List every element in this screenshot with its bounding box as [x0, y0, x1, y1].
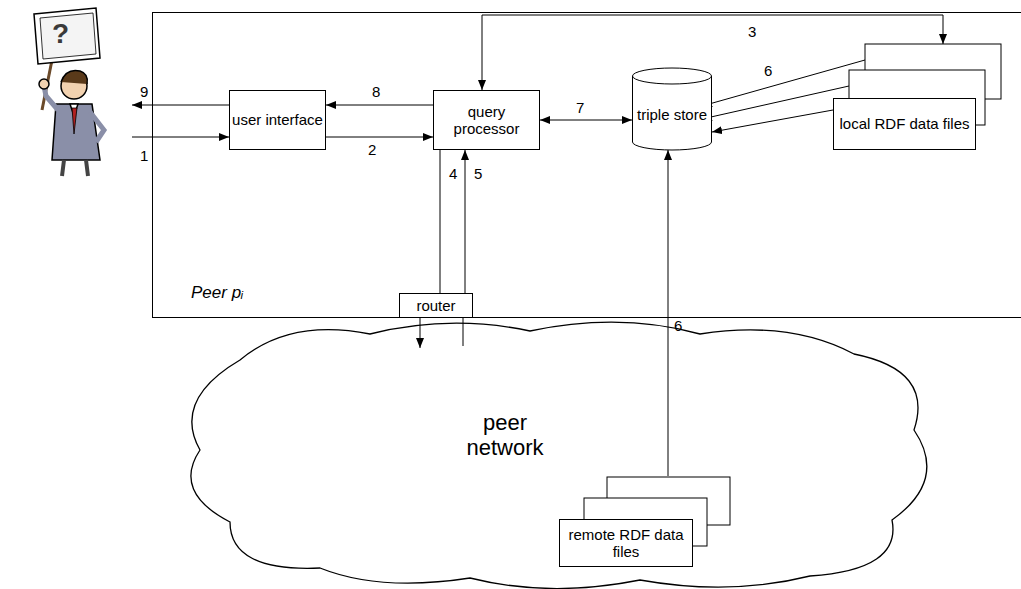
step-number: 9: [140, 84, 148, 99]
network-cloud: peer network remote RDF data files: [170, 318, 946, 589]
connector-arrow: [463, 318, 464, 346]
step-number: 1: [140, 148, 148, 163]
step-number: 4: [449, 166, 457, 181]
sign-symbol: ?: [52, 20, 69, 48]
node-label: user interface: [232, 111, 323, 128]
connector-arrow: [440, 150, 441, 293]
step-number: 6: [764, 63, 772, 78]
node-label: Peer pᵢ: [191, 283, 243, 303]
peer-boundary: Peer pᵢ user interface query processor trip…: [152, 12, 1021, 318]
connector-arrow: [482, 15, 943, 90]
step-number: 7: [576, 100, 584, 115]
connector-arrow: [465, 150, 466, 293]
router-box: router: [399, 293, 473, 318]
node-label: query processor: [434, 103, 539, 138]
process-box: user interface: [229, 90, 326, 150]
node-label: router: [416, 297, 455, 314]
node-label: peer network: [450, 410, 560, 461]
connector-arrow: [668, 150, 669, 476]
connector-arrow: [326, 105, 433, 106]
file-page: local RDF data files: [833, 98, 976, 150]
user-arrow: [132, 137, 229, 138]
step-number: 8: [372, 84, 380, 99]
node-label: remote RDF data files: [560, 526, 692, 561]
connector-arrow: [326, 137, 433, 138]
connector-arrow: [540, 120, 632, 121]
node-label: triple store: [637, 106, 707, 123]
file-arrow: [702, 86, 849, 119]
step-number: 5: [474, 166, 482, 181]
connector-arrow: [712, 110, 833, 132]
connector-arrow: [420, 318, 421, 348]
process-box: query processor: [433, 90, 540, 150]
database-cylinder: triple store: [632, 68, 712, 150]
step-number: 3: [748, 24, 756, 39]
node-label: local RDF data files: [839, 115, 969, 132]
step-number: 2: [368, 142, 376, 157]
user-arrow: [132, 105, 229, 106]
user-figure: [34, 8, 104, 176]
file-page: remote RDF data files: [559, 519, 693, 567]
cloud-outline: [170, 318, 946, 589]
step-number: 6: [674, 318, 682, 333]
